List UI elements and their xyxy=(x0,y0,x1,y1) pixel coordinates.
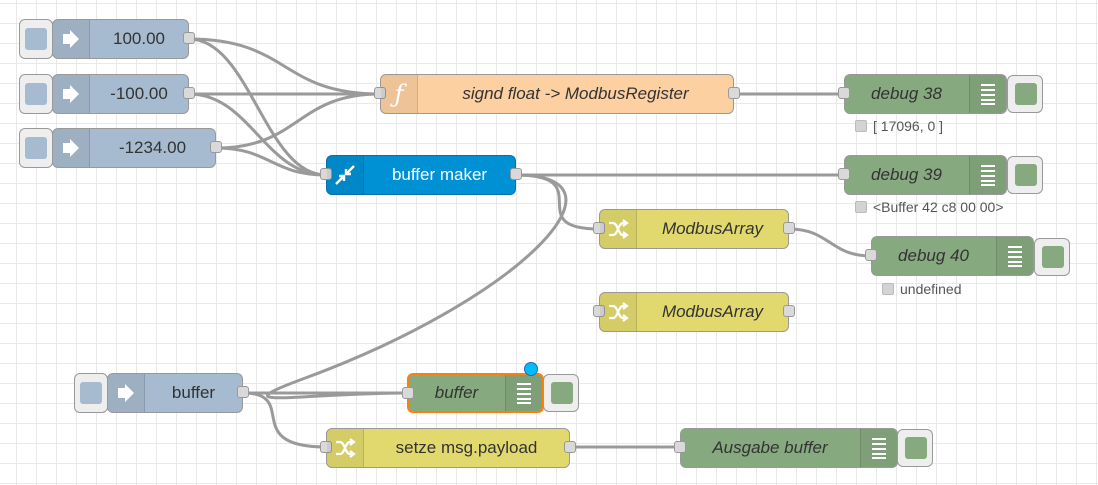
input-port[interactable] xyxy=(838,87,850,99)
node-label: debug 38 xyxy=(871,84,942,103)
input-port[interactable] xyxy=(320,441,332,453)
debug-node-38[interactable]: debug 38 xyxy=(838,74,1007,114)
debug-toggle-button[interactable] xyxy=(1034,238,1070,276)
node-label: ModbusArray xyxy=(661,219,764,238)
inject-button[interactable] xyxy=(19,19,53,59)
debug-toggle-button[interactable] xyxy=(1007,156,1043,194)
output-port[interactable] xyxy=(783,222,795,234)
output-port[interactable] xyxy=(237,386,249,398)
input-port[interactable] xyxy=(402,387,414,399)
shuffle-icon xyxy=(327,429,364,467)
debug-node-40[interactable]: debug 40 xyxy=(865,236,1034,276)
wire-inject-buffer-to-change3 xyxy=(242,391,327,449)
node-label: -100.00 xyxy=(110,84,168,103)
node-status: undefined xyxy=(882,281,962,297)
inject-arrow-icon xyxy=(53,75,90,113)
node-label: signd float -> ModbusRegister xyxy=(462,84,689,103)
input-port[interactable] xyxy=(865,249,877,261)
inject-arrow-icon xyxy=(108,374,145,412)
debug-list-icon xyxy=(969,156,1006,194)
node-label: ModbusArray xyxy=(661,302,764,321)
output-port[interactable] xyxy=(183,87,195,99)
input-port[interactable] xyxy=(674,441,686,453)
debug-list-icon xyxy=(969,75,1006,113)
debug-list-icon xyxy=(996,237,1033,275)
node-status: [ 17096, 0 ] xyxy=(855,118,943,134)
debug-node-ausgabe-buffer[interactable]: Ausgabe buffer xyxy=(674,428,898,468)
status-dot xyxy=(882,283,894,295)
output-port[interactable] xyxy=(183,32,195,44)
wire-m1234-to-join xyxy=(215,146,327,177)
node-label: Ausgabe buffer xyxy=(712,438,828,457)
join-node-buffer-maker[interactable]: buffer maker xyxy=(320,155,522,195)
shuffle-icon xyxy=(600,293,637,331)
node-label: setze msg.payload xyxy=(395,438,538,457)
output-port[interactable] xyxy=(210,141,222,153)
debug-node-buffer[interactable]: buffer xyxy=(402,373,544,413)
node-changed-indicator xyxy=(524,362,538,376)
wire-m1234-to-function xyxy=(215,92,381,150)
output-port[interactable] xyxy=(728,87,740,99)
debug-toggle-button[interactable] xyxy=(897,429,933,467)
change-node-modbusarray-unconnected[interactable]: ModbusArray xyxy=(593,292,795,332)
inject-node-100[interactable]: 100.00 xyxy=(52,19,195,59)
join-icon xyxy=(327,156,364,194)
wire-join-to-debug-buffer xyxy=(266,173,568,400)
status-text: undefined xyxy=(900,281,962,297)
inject-button[interactable] xyxy=(74,373,108,413)
node-label: 100.00 xyxy=(113,29,165,48)
shuffle-icon xyxy=(600,210,637,248)
output-port[interactable] xyxy=(783,305,795,317)
inject-arrow-icon xyxy=(53,129,90,167)
wire-100-to-function xyxy=(188,37,381,96)
status-dot xyxy=(855,201,867,213)
input-port[interactable] xyxy=(593,305,605,317)
status-text: [ 17096, 0 ] xyxy=(873,118,944,134)
node-label: buffer maker xyxy=(391,165,488,184)
debug-list-icon xyxy=(505,375,542,411)
node-label: -1234.00 xyxy=(118,138,187,157)
node-label: debug 39 xyxy=(871,165,942,184)
inject-node-buffer[interactable]: buffer xyxy=(107,373,249,413)
node-status: <Buffer 42 c8 00 00> xyxy=(855,199,1004,215)
inject-arrow-icon xyxy=(53,20,90,58)
wire-join-to-change1 xyxy=(515,173,600,231)
input-port[interactable] xyxy=(838,168,850,180)
debug-list-icon xyxy=(860,429,897,467)
change-node-setze-msg-payload[interactable]: setze msg.payload xyxy=(320,428,576,468)
inject-node-minus-100[interactable]: -100.00 xyxy=(52,74,195,114)
node-label: buffer xyxy=(171,383,216,402)
debug-toggle-button[interactable] xyxy=(543,374,579,412)
input-port[interactable] xyxy=(374,87,386,99)
input-port[interactable] xyxy=(593,222,605,234)
function-icon: ƒ xyxy=(381,75,418,113)
inject-button[interactable] xyxy=(19,74,53,114)
output-port[interactable] xyxy=(510,168,522,180)
debug-toggle-button[interactable] xyxy=(1007,75,1043,113)
output-port[interactable] xyxy=(564,441,576,453)
node-label: debug 40 xyxy=(898,246,969,265)
debug-node-39[interactable]: debug 39 xyxy=(838,155,1007,195)
change-node-modbusarray[interactable]: ModbusArray xyxy=(593,209,795,249)
status-text: <Buffer 42 c8 00 00> xyxy=(873,199,1004,215)
status-dot xyxy=(855,120,867,132)
node-label: buffer xyxy=(434,383,479,402)
inject-button[interactable] xyxy=(19,128,53,168)
inject-node-minus-1234[interactable]: -1234.00 xyxy=(52,128,222,168)
wire-change1-to-debug40 xyxy=(788,227,872,258)
function-node[interactable]: ƒ signd float -> ModbusRegister xyxy=(374,74,740,114)
input-port[interactable] xyxy=(320,168,332,180)
